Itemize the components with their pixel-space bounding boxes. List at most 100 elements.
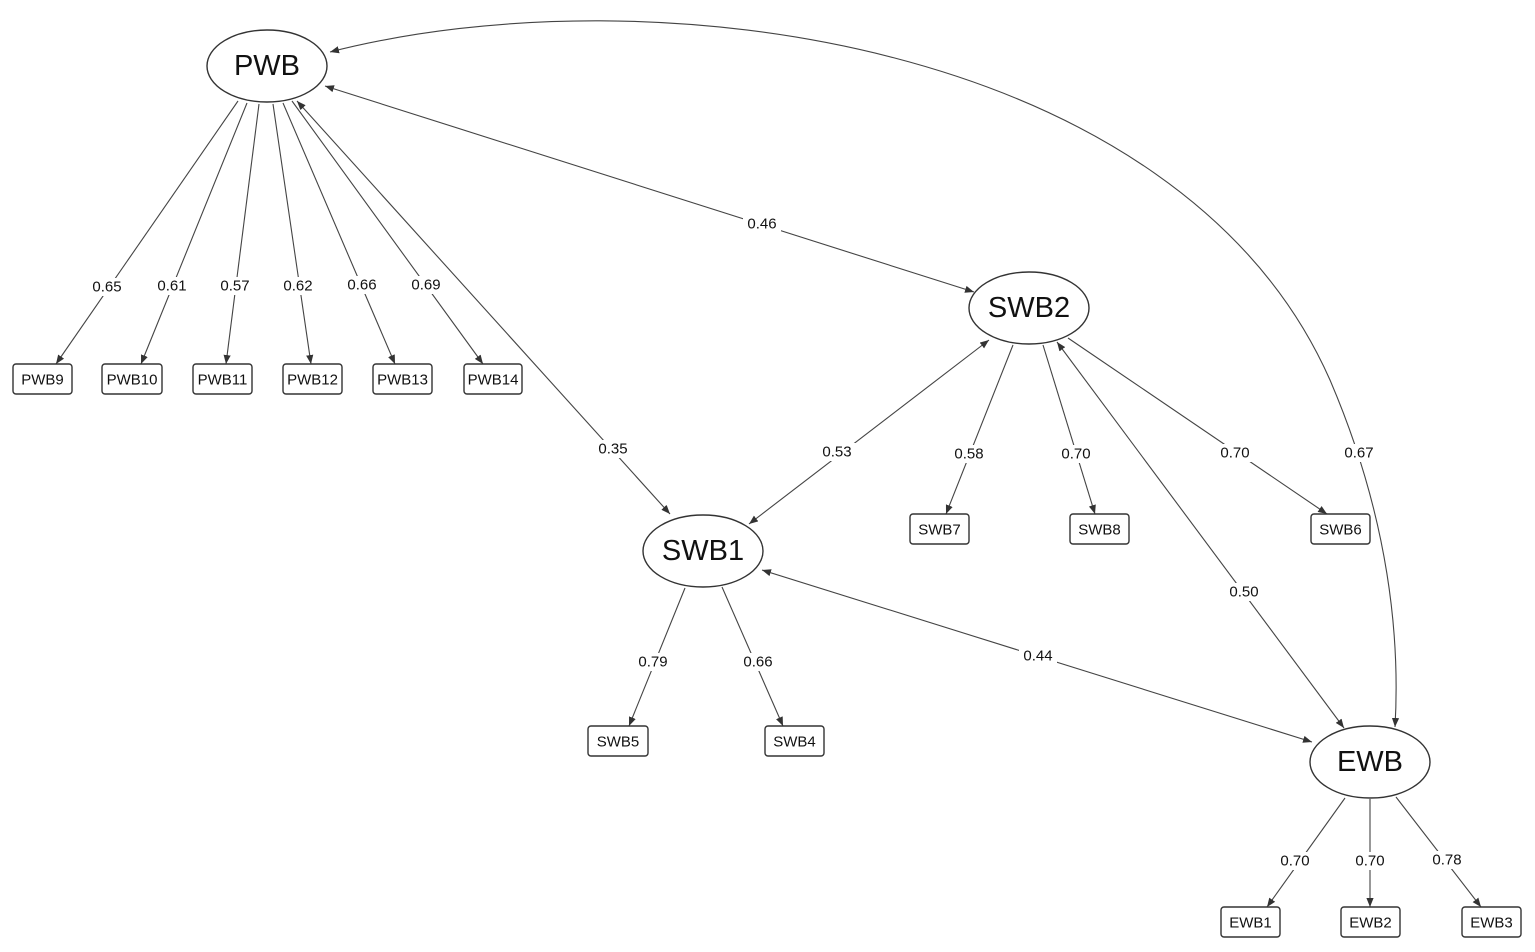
loading-edge-pwb-pwb11 [223,103,260,365]
indicator-box [909,513,970,545]
correlation-label-swb1-ewb-text: 0.44 [1023,648,1052,665]
loading-label-swb7-text: 0.58 [954,446,983,463]
double-headed-arrow [748,339,990,525]
indicator-box [192,363,253,395]
edges-layer [55,20,1482,908]
loading-label-swb8-text: 0.70 [1061,446,1090,463]
loading-label-swb4-text: 0.66 [743,654,772,671]
indicator-box [764,725,825,757]
loading-label-ewb3-bg [1428,851,1466,869]
latent-ellipse [642,514,764,588]
indicator-node-ewb1: EWB1 [1220,906,1281,938]
loading-edge-swb2-swb6 [1067,337,1328,515]
indicator-box [1220,906,1281,938]
indicator-box [372,363,433,395]
loading-label-swb7-bg [950,445,988,463]
loading-edge-swb2-swb7 [945,344,1014,515]
latent-label: SWB1 [662,535,744,567]
correlation-label-swb2-ewb-bg [1225,583,1263,601]
loading-arrow [945,344,1014,515]
loading-label-swb8: 0.70 [1057,445,1095,463]
correlation-label-swb2-ewb: 0.50 [1225,583,1263,601]
indicator-node-swb8: SWB8 [1069,513,1130,545]
loading-label-swb4-bg [739,653,777,671]
indicator-label: SWB7 [918,522,961,539]
loading-arrow [272,103,314,365]
correlation-edge-pwb-swb2 [324,85,975,293]
indicator-node-pwb12: PWB12 [282,363,343,395]
loading-edge-pwb-pwb12 [272,103,314,365]
correlation-label-swb1-swb2: 0.53 [818,443,856,461]
loading-edge-swb2-swb8 [1042,344,1096,515]
loading-label-pwb11-text: 0.57 [220,278,249,295]
loading-label-swb8-bg [1057,445,1095,463]
correlation-label-pwb-swb2: 0.46 [743,215,781,233]
indicator-box [1310,513,1371,545]
correlation-edge-pwb-ewb [329,20,1400,728]
indicator-box [101,363,163,395]
indicator-box [587,725,649,757]
latent-ellipse [968,271,1090,345]
indicator-node-swb6: SWB6 [1310,513,1371,545]
loading-label-swb5-text: 0.79 [638,654,667,671]
indicator-box [1461,906,1522,938]
loading-edge-pwb-pwb9 [55,100,239,365]
indicator-box [282,363,343,395]
loading-label-pwb9-bg [88,278,126,296]
loading-label-ewb1-bg [1276,852,1314,870]
indicator-label: EWB1 [1229,915,1272,932]
loading-label-pwb12-bg [279,277,317,295]
correlation-label-swb1-ewb: 0.44 [1019,647,1057,665]
indicator-label: PWB11 [198,372,248,389]
loading-label-ewb1-text: 0.70 [1280,853,1309,870]
indicator-label: PWB10 [107,372,158,389]
loading-label-swb6-text: 0.70 [1220,445,1249,462]
indicator-node-swb5: SWB5 [587,725,649,757]
loading-label-swb6-bg [1216,444,1254,462]
loading-label-ewb2-bg [1351,852,1389,870]
correlation-label-pwb-swb2-bg [743,215,781,233]
double-headed-arrow [329,20,1400,728]
loading-edge-pwb-pwb14 [291,100,484,365]
loading-label-pwb13-bg [343,276,381,294]
latent-node-swb2: SWB2 [968,271,1090,345]
indicator-box [1340,906,1401,938]
latent-ellipse [206,29,328,103]
indicator-label: PWB13 [377,372,428,389]
indicator-label: SWB5 [597,734,640,751]
loading-label-pwb14-bg [407,276,445,294]
correlation-edge-swb1-swb2 [748,339,990,525]
indicator-node-pwb9: PWB9 [12,363,73,395]
indicator-box [1069,513,1130,545]
indicator-label: PWB14 [468,372,519,389]
loading-arrow [1042,344,1096,515]
latent-node-ewb: EWB [1309,725,1431,799]
correlation-label-pwb-swb1-bg [594,440,632,458]
loading-arrow [55,100,239,365]
correlation-label-swb1-swb2-bg [818,443,856,461]
latent-label: EWB [1337,746,1403,778]
indicator-label: SWB6 [1319,522,1362,539]
latent-label: PWB [234,50,300,82]
loading-label-swb5: 0.79 [634,653,672,671]
loading-label-ewb2-text: 0.70 [1355,853,1384,870]
loading-label-pwb12: 0.62 [279,277,317,295]
indicator-label: PWB9 [21,372,64,389]
indicator-label: PWB12 [287,372,338,389]
indicator-node-ewb3: EWB3 [1461,906,1522,938]
loading-label-pwb14-text: 0.69 [411,277,440,294]
loading-label-swb4: 0.66 [739,653,777,671]
correlation-label-pwb-swb1-text: 0.35 [598,441,627,458]
correlation-label-swb1-ewb-bg [1019,647,1057,665]
double-headed-arrow [324,85,975,293]
loading-label-pwb14: 0.69 [407,276,445,294]
loading-label-pwb12-text: 0.62 [283,278,312,295]
loading-arrow [223,103,260,365]
loading-arrow [140,102,248,365]
indicator-node-pwb14: PWB14 [463,363,523,395]
loading-edge-pwb-pwb10 [140,102,248,365]
loading-label-pwb13-text: 0.66 [347,277,376,294]
